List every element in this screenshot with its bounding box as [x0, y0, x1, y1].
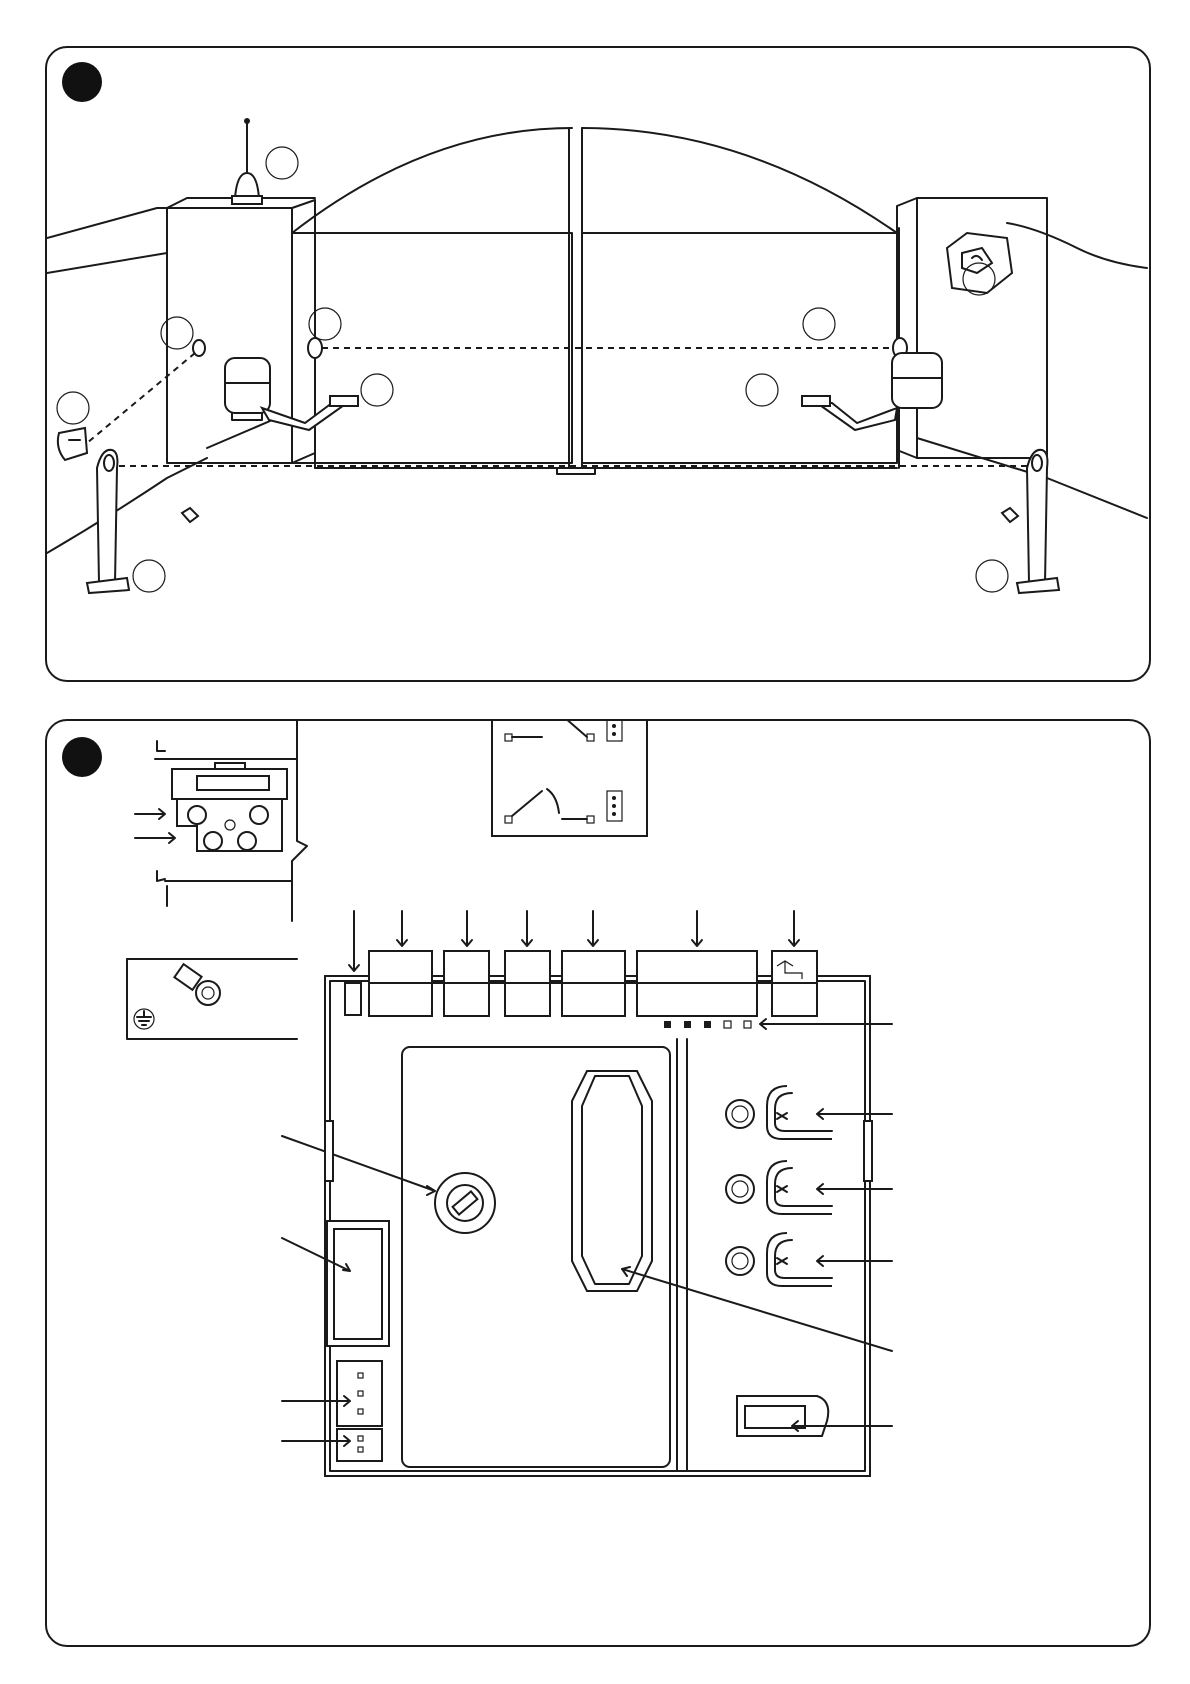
floor-stop-left-icon: [182, 508, 198, 522]
screw-icon: [238, 832, 256, 850]
left-pillar: [167, 208, 292, 463]
callout-left-wall: [161, 317, 193, 349]
gate-installation-panel: [45, 46, 1151, 682]
right-gearmotor-icon: [802, 353, 942, 430]
terminal-blocks-row: [345, 951, 817, 1016]
callout-flashing-light: [266, 147, 298, 179]
callout-left-photocell: [309, 308, 341, 340]
callout-right-photocell: [803, 308, 835, 340]
led-indicator-icon: [726, 1247, 754, 1275]
screw-icon: [204, 832, 222, 850]
gate-installation-drawing: [47, 48, 1149, 680]
right-gate-leaf: [582, 233, 897, 463]
screw-icon: [250, 806, 268, 824]
right-wall-top: [1007, 223, 1147, 268]
earth-terminal-detail: [127, 959, 297, 1039]
control-unit-panel: [45, 719, 1151, 1647]
floor-stop-right-icon: [1002, 508, 1018, 522]
left-gate-arch: [292, 128, 572, 233]
left-wall-top: [47, 208, 277, 238]
callout-right-motor: [746, 374, 778, 406]
led-on: [684, 1021, 691, 1028]
radio-connector-icon: [282, 1221, 389, 1346]
transmitter-icon: [58, 428, 87, 460]
post-photocell-left-icon: [87, 450, 129, 593]
led-indicator-icon: [726, 1100, 754, 1128]
callout-transmitter: [57, 392, 89, 424]
led-on: [664, 1021, 671, 1028]
side-clip: [864, 1121, 872, 1181]
callout-left-post: [133, 560, 165, 592]
wall-photocell-left-icon: [308, 338, 322, 358]
side-clip: [325, 1121, 333, 1181]
right-gate-arch: [582, 128, 897, 233]
terminal-block-detail: [135, 721, 307, 921]
led-indicator-icon: [726, 1175, 754, 1203]
power-connector: [345, 983, 361, 1015]
left-ground-line: [47, 458, 207, 553]
flashing-light-icon: [232, 118, 262, 204]
jumper-detail: [492, 721, 647, 836]
screw-icon: [188, 806, 206, 824]
callout-left-motor: [361, 374, 393, 406]
arrow-icon: [135, 833, 175, 843]
led-on: [704, 1021, 711, 1028]
gate-center-post: [569, 128, 582, 468]
callout-right-post: [976, 560, 1008, 592]
control-unit-drawing: [47, 721, 1149, 1645]
remote-signal-line: [87, 353, 195, 443]
arrow-icon: [135, 809, 165, 819]
